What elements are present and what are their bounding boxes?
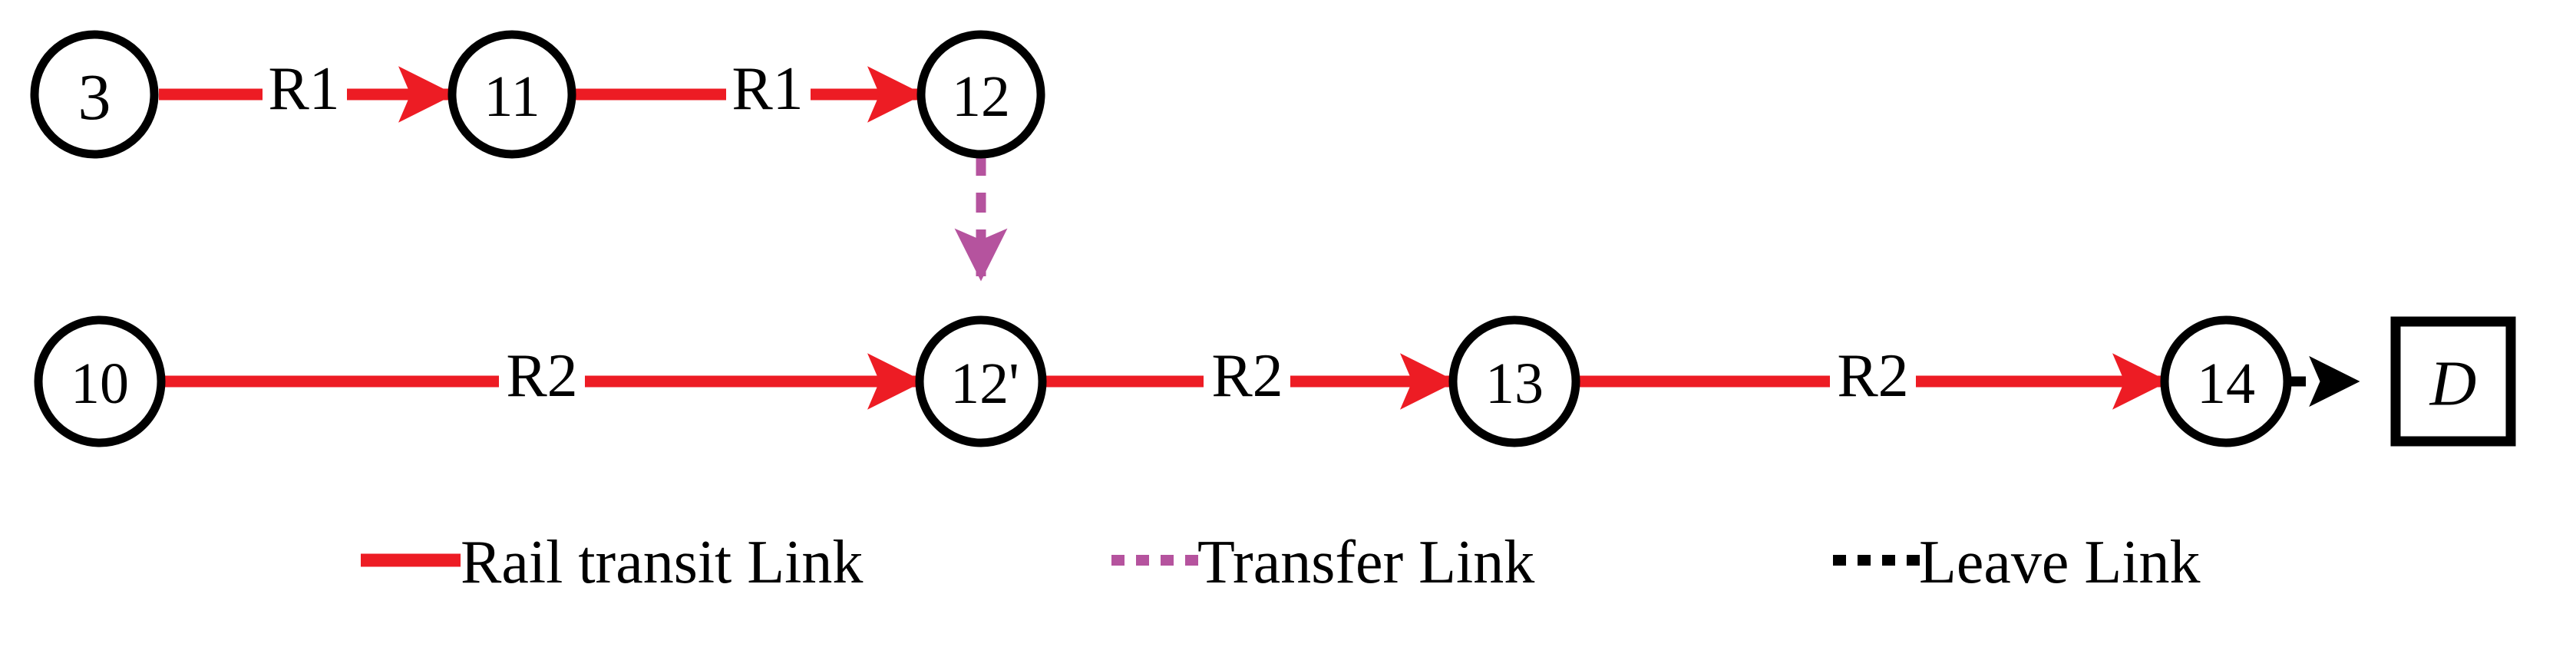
node-3-circle — [30, 30, 159, 159]
node-12-prime[interactable]: 12' — [915, 315, 1047, 447]
legend-item-leave-link: Leave Link — [1833, 529, 2200, 596]
edge-label-10-12prime: R2 — [506, 342, 577, 410]
legend-label-leave: Leave Link — [1919, 529, 2200, 596]
legend-item-transfer-link: Transfer Link — [1111, 529, 1534, 596]
node-12-prime-label: 12' — [950, 351, 1019, 416]
node-10-label: 10 — [71, 351, 129, 416]
legend-label-rail: Rail transit Link — [461, 529, 863, 596]
edge-label-12prime-13: R2 — [1211, 342, 1283, 410]
node-3-label: 3 — [78, 60, 111, 134]
node-3[interactable]: 3 — [30, 30, 159, 159]
node-12[interactable]: 12 — [916, 30, 1045, 159]
edge-label-11-12: R1 — [732, 55, 803, 123]
node-13-label: 13 — [1485, 351, 1544, 416]
legend-item-rail-transit-link: Rail transit Link — [361, 529, 863, 596]
node-12-label: 12 — [952, 64, 1010, 129]
node-10[interactable]: 10 — [34, 315, 166, 447]
node-destination-D-box — [2390, 316, 2516, 447]
edge-label-3-11: R1 — [268, 55, 339, 123]
node-14-circle — [2160, 315, 2292, 447]
node-11-label: 11 — [484, 64, 540, 129]
node-13[interactable]: 13 — [1448, 315, 1580, 447]
node-destination-D[interactable]: D — [2390, 316, 2516, 447]
node-14[interactable]: 14 — [2160, 315, 2292, 447]
node-13-circle — [1448, 315, 1580, 447]
node-destination-D-label: D — [2429, 348, 2477, 420]
node-11[interactable]: 11 — [447, 30, 576, 159]
legend: Rail transit Link Transfer Link Leave Li… — [361, 529, 2200, 596]
edge-label-13-14: R2 — [1837, 342, 1908, 410]
legend-label-transfer: Transfer Link — [1197, 529, 1534, 596]
node-10-circle — [34, 315, 166, 447]
node-11-circle — [447, 30, 576, 159]
node-12-prime-circle — [915, 315, 1047, 447]
node-12-circle — [916, 30, 1045, 159]
node-14-label: 14 — [2197, 351, 2255, 416]
